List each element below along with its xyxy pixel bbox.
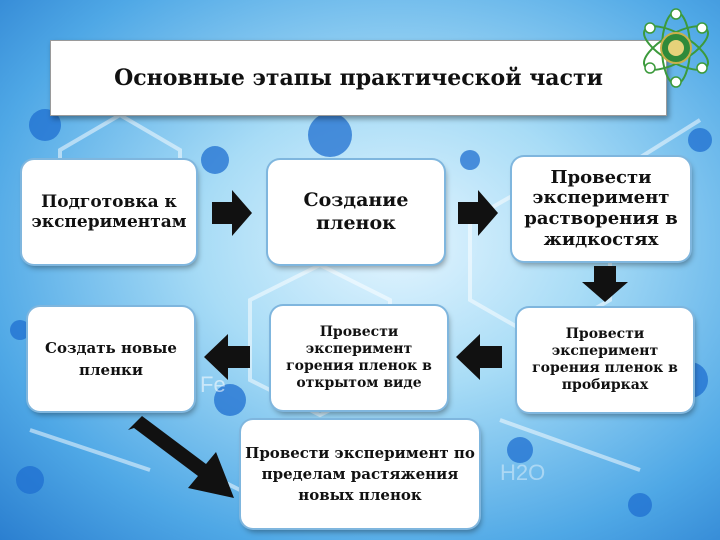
arrow-down-icon xyxy=(582,266,628,302)
node-new-films-label: Создать новые пленки xyxy=(45,338,177,380)
arrow-left-icon xyxy=(456,334,502,380)
node-stretch-label: Провести эксперимент по пределам растяже… xyxy=(245,443,475,504)
node-burn-open: Провести эксперимент горения пленок в от… xyxy=(271,306,447,410)
node-stretch: Провести эксперимент по пределам растяже… xyxy=(241,420,479,528)
node-new-films: Создать новые пленки xyxy=(28,307,194,411)
title-box: Основные этапы практической части xyxy=(50,40,667,116)
node-burn-tubes: Провести эксперимент горения пленок в пр… xyxy=(517,308,693,412)
node-create-films: Создание пленок xyxy=(268,160,444,264)
node-burn-open-label: Провести эксперимент горения пленок в от… xyxy=(286,324,432,391)
arrow-left-icon xyxy=(204,334,250,380)
page-title: Основные этапы практической части xyxy=(114,65,603,91)
arrow-right-icon xyxy=(212,190,252,236)
fe-label: Fe xyxy=(200,372,226,397)
node-dissolve: Провести эксперимент растворения в жидко… xyxy=(512,157,690,261)
arrow-diagonal-icon xyxy=(128,416,234,498)
node-prep: Подготовка к экспериментам xyxy=(22,160,196,264)
node-burn-tubes-label: Провести эксперимент горения пленок в пр… xyxy=(532,326,678,393)
h2o-label: H2O xyxy=(500,460,545,485)
arrow-right-icon xyxy=(458,190,498,236)
node-dissolve-label: Провести эксперимент растворения в жидко… xyxy=(524,166,678,250)
node-prep-label: Подготовка к экспериментам xyxy=(31,191,187,232)
university-logo-icon xyxy=(643,8,709,88)
node-create-films-label: Создание пленок xyxy=(303,189,409,234)
